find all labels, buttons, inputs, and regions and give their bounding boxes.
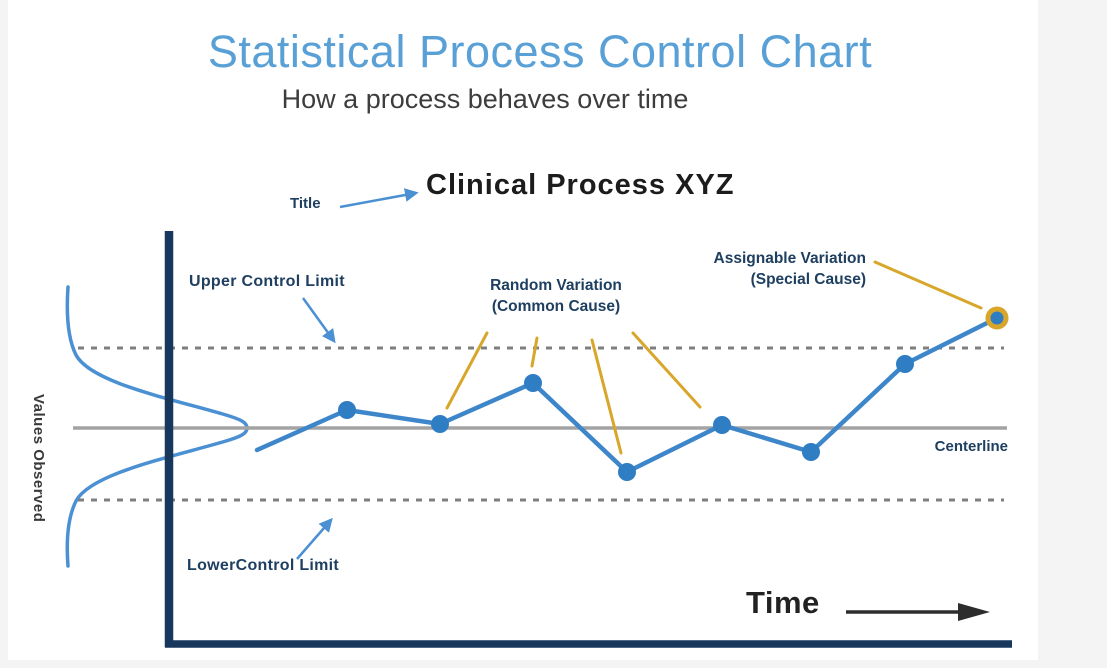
subtitle: How a process behaves over time xyxy=(281,84,689,114)
data-point xyxy=(431,415,449,433)
time-arrow-head xyxy=(958,603,990,621)
main-title: Statistical Process Control Chart xyxy=(207,26,873,77)
gold-callout-lines xyxy=(445,260,983,455)
page-canvas xyxy=(8,0,1038,660)
blue-callout-arrow xyxy=(301,297,336,344)
lower-control-limit-label: LowerControl Limit xyxy=(187,557,340,574)
data-series xyxy=(254,306,1009,481)
process-line xyxy=(254,315,1000,475)
random-variation-line1: Random Variation xyxy=(490,277,622,294)
gold-callout-line xyxy=(445,331,489,410)
special-cause-point xyxy=(985,306,1009,330)
random-variation-label: Random Variation (Common Cause) xyxy=(466,276,646,318)
blue-callout-arrows xyxy=(296,188,419,560)
gold-callout-line xyxy=(590,338,623,455)
data-point xyxy=(338,401,356,419)
assignable-variation-label: Assignable Variation (Special Cause) xyxy=(670,249,866,291)
data-point xyxy=(713,416,731,434)
axis-lines xyxy=(164,231,1012,648)
title-callout-label: Title xyxy=(290,195,321,212)
gold-callout-line xyxy=(530,336,539,368)
data-point xyxy=(896,355,914,373)
chart-title: Clinical Process XYZ xyxy=(426,169,735,201)
blue-callout-arrow xyxy=(296,517,333,560)
assignable-variation-line2: (Special Cause) xyxy=(750,270,866,288)
data-point xyxy=(618,463,636,481)
random-variation-line2: (Common Cause) xyxy=(491,297,621,315)
gold-callout-line xyxy=(873,260,983,310)
centerline-label: Centerline xyxy=(934,438,1008,455)
data-point xyxy=(524,374,542,392)
time-arrow xyxy=(846,603,990,621)
y-axis-label: Values Observed xyxy=(30,393,47,523)
upper-control-limit-label: Upper Control Limit xyxy=(189,273,345,290)
x-axis-label: Time xyxy=(746,585,820,620)
assignable-variation-line1: Assignable Variation xyxy=(713,250,866,267)
blue-callout-arrow xyxy=(339,188,419,209)
gold-callout-line xyxy=(631,331,702,409)
control-limit-lines xyxy=(73,346,1007,502)
data-point xyxy=(802,443,820,461)
